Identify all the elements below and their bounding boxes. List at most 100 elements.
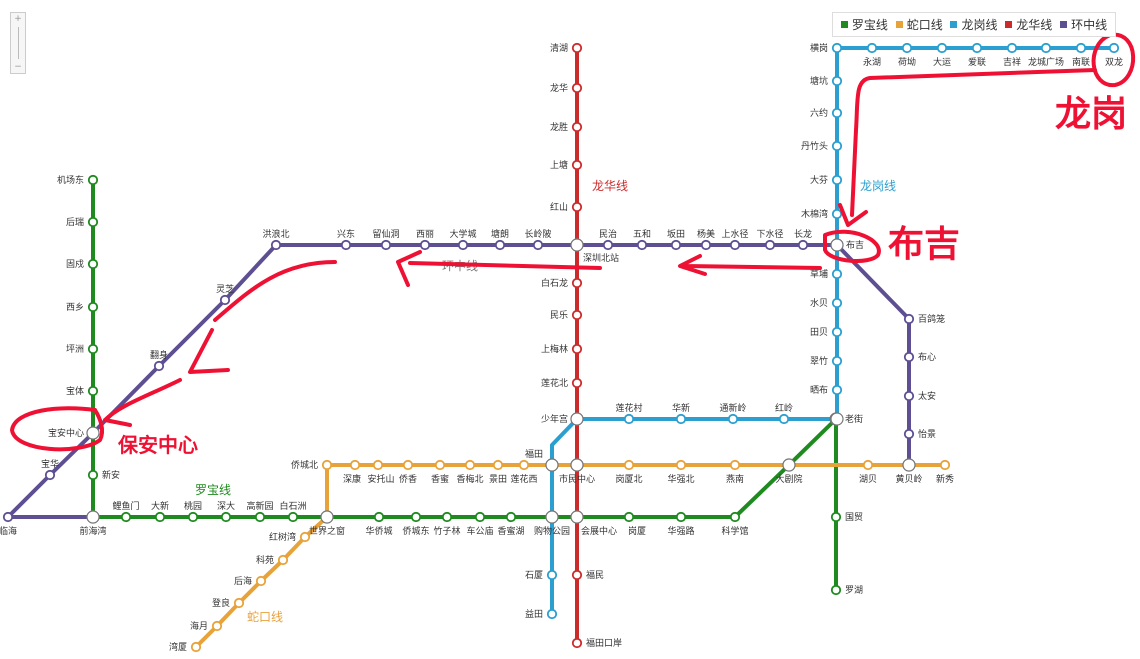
station-marker[interactable] (862, 459, 874, 471)
station-marker[interactable] (830, 511, 842, 523)
station-marker[interactable] (727, 413, 739, 425)
station-marker[interactable] (219, 294, 231, 306)
station-marker[interactable] (120, 511, 132, 523)
station-marker[interactable] (939, 459, 951, 471)
station-marker[interactable] (321, 459, 333, 471)
zoom-slider[interactable] (18, 27, 19, 59)
legend-item-huanzhong[interactable]: 环中线 (1060, 16, 1107, 33)
legend-item-longgang[interactable]: 龙岗线 (950, 16, 998, 33)
station-marker[interactable] (764, 239, 776, 251)
station-marker[interactable] (87, 174, 99, 186)
station-marker[interactable] (971, 42, 983, 54)
interchange-station-icon[interactable] (830, 412, 844, 426)
station-marker[interactable] (87, 469, 99, 481)
station-marker[interactable] (831, 384, 843, 396)
station-marker[interactable] (675, 511, 687, 523)
interchange-station-icon[interactable] (320, 510, 334, 524)
station-marker[interactable] (623, 459, 635, 471)
station-marker[interactable] (1075, 42, 1087, 54)
station-marker[interactable] (571, 121, 583, 133)
zoom-out-button[interactable]: − (14, 62, 22, 72)
station-marker[interactable] (571, 82, 583, 94)
station-marker[interactable] (830, 584, 842, 596)
station-marker[interactable] (901, 42, 913, 54)
station-marker[interactable] (287, 511, 299, 523)
station-marker[interactable] (44, 469, 56, 481)
station-marker[interactable] (532, 239, 544, 251)
station-marker[interactable] (778, 413, 790, 425)
station-marker[interactable] (187, 511, 199, 523)
station-marker[interactable] (903, 351, 915, 363)
legend-item-luobao[interactable]: 罗宝线 (840, 16, 888, 33)
station-marker[interactable] (797, 239, 809, 251)
interchange-station-icon[interactable] (545, 458, 559, 472)
station-marker[interactable] (492, 459, 504, 471)
station-marker[interactable] (220, 511, 232, 523)
station-marker[interactable] (729, 239, 741, 251)
station-marker[interactable] (571, 42, 583, 54)
station-marker[interactable] (1108, 42, 1120, 54)
zoom-control[interactable]: + − (10, 12, 26, 74)
station-marker[interactable] (340, 239, 352, 251)
station-marker[interactable] (87, 216, 99, 228)
station-marker[interactable] (270, 239, 282, 251)
station-marker[interactable] (729, 459, 741, 471)
station-marker[interactable] (2, 511, 14, 523)
station-marker[interactable] (277, 554, 289, 566)
station-marker[interactable] (1040, 42, 1052, 54)
station-marker[interactable] (571, 277, 583, 289)
station-marker[interactable] (623, 511, 635, 523)
station-marker[interactable] (349, 459, 361, 471)
station-marker[interactable] (866, 42, 878, 54)
station-marker[interactable] (494, 239, 506, 251)
station-marker[interactable] (255, 575, 267, 587)
interchange-station-icon[interactable] (86, 510, 100, 524)
station-marker[interactable] (936, 42, 948, 54)
station-marker[interactable] (372, 459, 384, 471)
interchange-station-icon[interactable] (902, 458, 916, 472)
station-marker[interactable] (602, 239, 614, 251)
station-marker[interactable] (419, 239, 431, 251)
interchange-station-icon[interactable] (545, 510, 559, 524)
station-marker[interactable] (373, 511, 385, 523)
station-marker[interactable] (831, 326, 843, 338)
station-marker[interactable] (410, 511, 422, 523)
interchange-station-icon[interactable] (86, 426, 100, 440)
station-marker[interactable] (729, 511, 741, 523)
station-marker[interactable] (190, 641, 202, 653)
interchange-station-icon[interactable] (570, 412, 584, 426)
station-marker[interactable] (903, 390, 915, 402)
station-marker[interactable] (571, 159, 583, 171)
station-marker[interactable] (571, 343, 583, 355)
station-marker[interactable] (903, 313, 915, 325)
station-marker[interactable] (87, 258, 99, 270)
station-marker[interactable] (474, 511, 486, 523)
station-marker[interactable] (87, 301, 99, 313)
interchange-station-icon[interactable] (570, 238, 584, 252)
station-marker[interactable] (831, 208, 843, 220)
zoom-in-button[interactable]: + (14, 14, 22, 24)
station-marker[interactable] (153, 360, 165, 372)
station-marker[interactable] (402, 459, 414, 471)
station-marker[interactable] (571, 201, 583, 213)
station-marker[interactable] (87, 385, 99, 397)
station-marker[interactable] (441, 511, 453, 523)
station-marker[interactable] (831, 140, 843, 152)
station-marker[interactable] (546, 608, 558, 620)
interchange-station-icon[interactable] (830, 238, 844, 252)
station-marker[interactable] (831, 355, 843, 367)
station-marker[interactable] (831, 75, 843, 87)
station-marker[interactable] (831, 297, 843, 309)
legend-item-shekou[interactable]: 蛇口线 (895, 16, 943, 33)
station-marker[interactable] (299, 531, 311, 543)
station-marker[interactable] (831, 268, 843, 280)
station-marker[interactable] (380, 239, 392, 251)
station-marker[interactable] (571, 309, 583, 321)
station-marker[interactable] (505, 511, 517, 523)
station-marker[interactable] (831, 42, 843, 54)
station-marker[interactable] (1006, 42, 1018, 54)
station-marker[interactable] (675, 413, 687, 425)
station-marker[interactable] (670, 239, 682, 251)
station-marker[interactable] (831, 107, 843, 119)
